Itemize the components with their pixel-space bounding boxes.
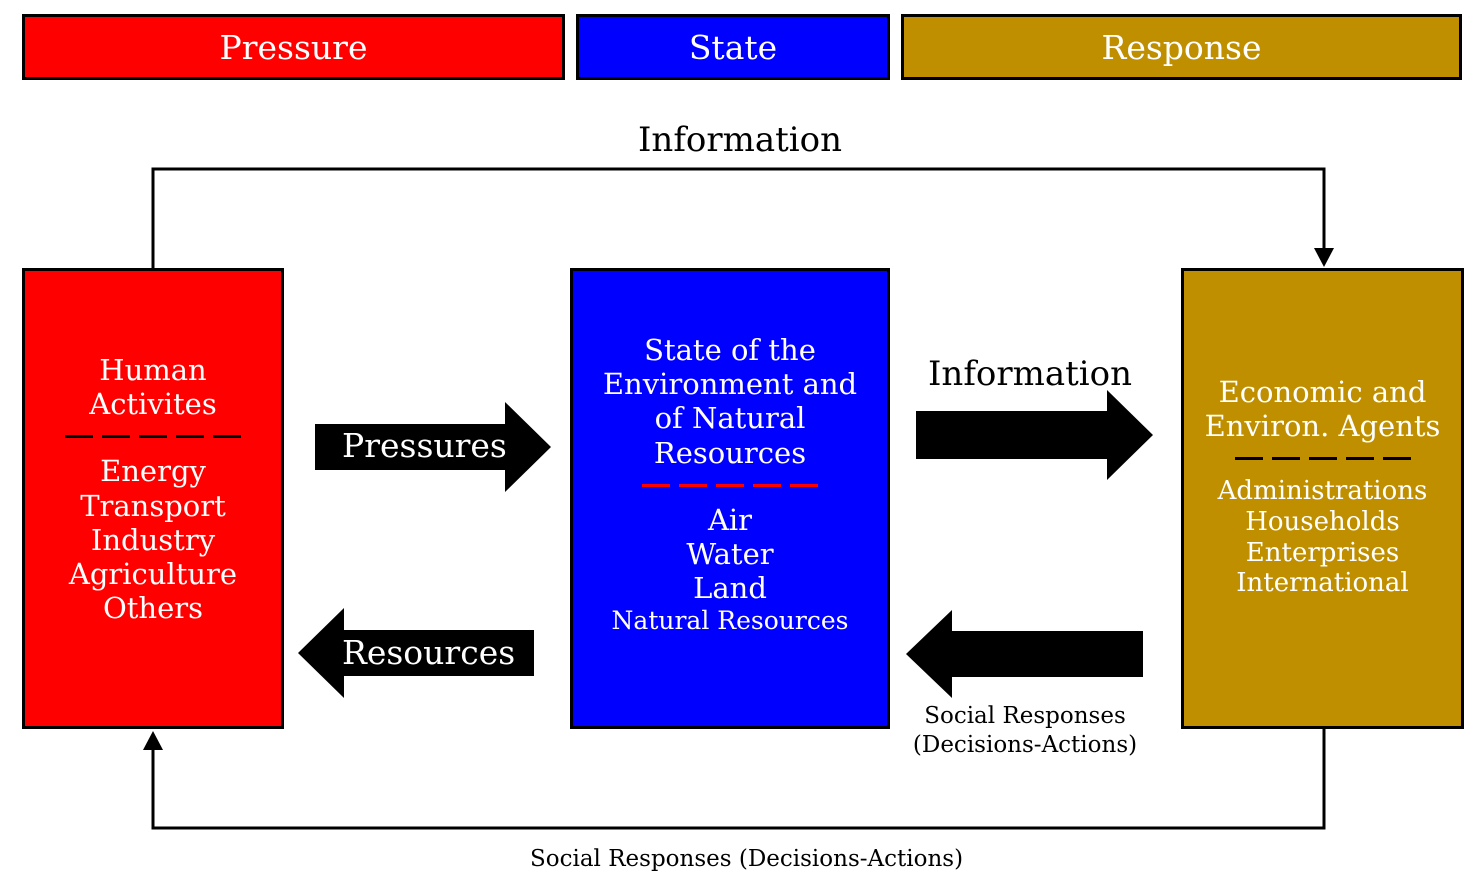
social-responses-loop-line xyxy=(151,729,1326,830)
divider-dash xyxy=(790,483,818,487)
information-arrow xyxy=(916,390,1153,480)
response-title-line: Economic and xyxy=(1218,375,1427,409)
divider-dash xyxy=(753,483,781,487)
pressure-title-line: Human xyxy=(99,353,207,387)
divider-dash xyxy=(65,435,93,439)
social-responses-mid-line2: (Decisions-Actions) xyxy=(912,731,1138,758)
divider-dash xyxy=(679,483,707,487)
pressures-arrow xyxy=(315,402,551,492)
response-item: Enterprises xyxy=(1245,537,1400,568)
divider-dash xyxy=(176,435,204,439)
response-header: Response xyxy=(901,14,1462,80)
information-loop-line xyxy=(151,167,1326,268)
state-header-label: State xyxy=(688,27,778,67)
pressure-item: Energy xyxy=(100,454,206,489)
pressure-header-label: Pressure xyxy=(219,27,368,67)
divider-dash xyxy=(642,483,670,487)
response-divider xyxy=(1184,457,1461,461)
divider-dash xyxy=(1382,457,1411,461)
state-item: Air xyxy=(707,502,753,537)
state-title-line: Resources xyxy=(653,435,807,470)
divider-dash xyxy=(716,483,744,487)
divider-dash xyxy=(1345,457,1374,461)
information-arrow-label: Information xyxy=(928,354,1133,394)
state-item: Natural Resources xyxy=(611,605,849,635)
response-title-line: Environ. Agents xyxy=(1204,409,1441,444)
response-box: Economic and Environ. Agents Administrat… xyxy=(1181,268,1464,729)
state-divider xyxy=(573,483,887,487)
resources-arrow xyxy=(298,608,534,698)
state-title-line: of Natural xyxy=(654,401,806,436)
response-item: Households xyxy=(1245,507,1400,538)
pressure-divider xyxy=(25,435,281,439)
pressure-box-content: Human Activites Energy Transport Industr… xyxy=(25,353,281,626)
divider-dash xyxy=(139,435,167,439)
information-loop-label: Information xyxy=(638,120,843,160)
social-responses-arrow xyxy=(906,610,1143,698)
response-item: Administrations xyxy=(1217,476,1428,507)
social-responses-loop-arrowhead xyxy=(143,731,163,750)
divider-dash xyxy=(102,435,130,439)
resources-arrow-label: Resources xyxy=(342,633,516,672)
response-item: International xyxy=(1236,568,1409,599)
state-item: Land xyxy=(693,571,767,606)
state-item: Water xyxy=(686,537,774,572)
state-title-line: Environment and xyxy=(602,367,858,402)
state-header: State xyxy=(576,14,890,80)
divider-dash xyxy=(213,435,241,439)
state-box: State of the Environment and of Natural … xyxy=(570,268,890,729)
state-title-line: State of the xyxy=(644,333,816,367)
pressure-header: Pressure xyxy=(22,14,565,80)
pressure-item: Agriculture xyxy=(68,557,238,592)
response-header-label: Response xyxy=(1101,27,1262,67)
pressure-item: Others xyxy=(102,591,203,626)
divider-dash xyxy=(1234,457,1263,461)
information-loop-arrowhead xyxy=(1314,248,1334,267)
social-responses-bottom-label: Social Responses (Decisions-Actions) xyxy=(530,846,964,872)
pressure-title-line: Activites xyxy=(89,387,217,422)
divider-dash xyxy=(1271,457,1300,461)
pressure-item: Industry xyxy=(90,522,216,557)
pressures-arrow-label: Pressures xyxy=(342,426,507,465)
state-box-content: State of the Environment and of Natural … xyxy=(573,333,887,635)
pressure-item: Transport xyxy=(80,488,226,523)
divider-dash xyxy=(1308,457,1337,461)
pressure-box: Human Activites Energy Transport Industr… xyxy=(22,268,284,729)
response-box-content: Economic and Environ. Agents Administrat… xyxy=(1184,375,1461,599)
social-responses-mid-label: Social Responses (Decisions-Actions) xyxy=(912,702,1138,760)
social-responses-mid-line1: Social Responses xyxy=(924,703,1126,729)
